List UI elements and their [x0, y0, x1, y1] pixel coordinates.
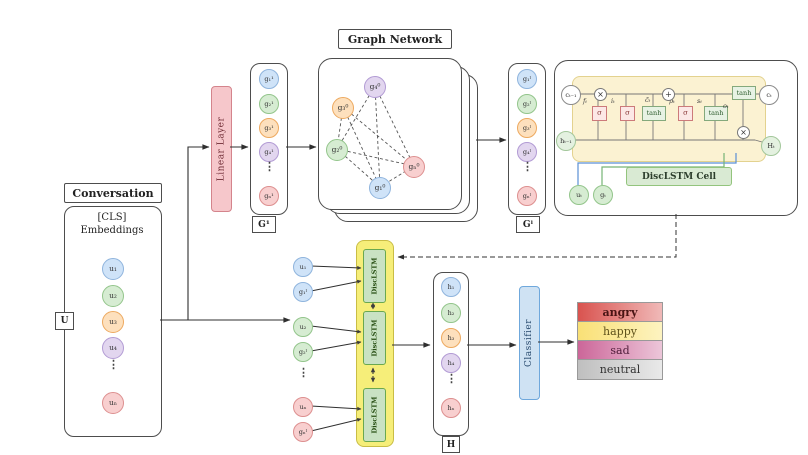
linear-layer-label: Linear Layer — [216, 116, 227, 182]
add-op-icon: + — [662, 88, 675, 101]
node-h4: h₄ — [441, 353, 461, 373]
graph-node-g1: g₁⁰ — [369, 177, 391, 199]
disclstm-cell-2-label: DiscLSTM — [370, 319, 379, 357]
node-gl-4: g₄ˡ — [517, 142, 537, 162]
node-g1-n: gₙ¹ — [259, 186, 279, 206]
graph-node-g4: g₄⁰ — [364, 76, 386, 98]
node-un: uₙ — [102, 392, 124, 414]
output-angry: angry — [577, 302, 663, 323]
lstm-c-prev: cₜ₋₁ — [561, 85, 581, 105]
output-sad: sad — [577, 340, 663, 361]
disclstm-cell-1: DiscLSTM — [363, 249, 386, 303]
output-neutral: neutral — [577, 359, 663, 380]
graph-node-gn: gₙ⁰ — [403, 156, 425, 178]
disclstm-cell-label: DiscLSTM Cell — [626, 167, 732, 186]
node-gl-3: g₃ˡ — [517, 118, 537, 138]
multiply-op-icon: × — [594, 88, 607, 101]
disclstm-cell-1-label: DiscLSTM — [370, 257, 379, 295]
pair2-u: u₂ — [293, 317, 313, 337]
pair1-u: u₁ — [293, 257, 313, 277]
cls-label: [CLS] — [97, 212, 127, 223]
gate-label-p: pₜ — [669, 97, 675, 105]
pair3-g: gₙˡ — [293, 422, 313, 442]
graph-node-g3: g₃⁰ — [332, 97, 354, 119]
pair1-g: g₁ˡ — [293, 282, 313, 302]
node-h2: h₂ — [441, 303, 461, 323]
tanh-gate-s: tanh — [704, 106, 728, 121]
graph-node-g2: g₂⁰ — [326, 139, 348, 161]
lstm-H-t: Hₜ — [761, 136, 781, 156]
gl-ellipsis: ⋮ — [522, 160, 533, 173]
gate-label-c: c̃ₜ — [645, 96, 651, 104]
pair3-u: uₙ — [293, 397, 313, 417]
node-h3: h₃ — [441, 328, 461, 348]
classifier-label: Classifier — [524, 318, 535, 368]
lstm-h-prev: hₜ₋₁ — [556, 131, 576, 151]
node-gl-2: g₂ˡ — [517, 94, 537, 114]
disclstm-cell-3: DiscLSTM — [363, 388, 386, 442]
pairs-ellipsis: ⋮ — [298, 366, 309, 379]
graph-network-title: Graph Network — [338, 29, 452, 49]
lstm-g-t: gₜ — [593, 185, 613, 205]
sigma-gate-f: σ — [592, 106, 607, 121]
conversation-ellipsis: ⋮ — [108, 358, 119, 371]
conversation-title: Conversation — [64, 183, 162, 203]
gate-label-o: oₜ — [723, 102, 729, 110]
node-u4: u₄ — [102, 337, 124, 359]
u-tag: U — [55, 312, 74, 330]
linear-layer: Linear Layer — [211, 86, 232, 212]
lstm-c-t: cₜ — [759, 85, 779, 105]
gate-label-i: iₜ — [611, 97, 615, 105]
disclstm-cell-3-label: DiscLSTM — [370, 396, 379, 434]
node-hn: hₙ — [441, 398, 461, 418]
output-happy: happy — [577, 321, 663, 342]
sigma-gate-i: σ — [620, 106, 635, 121]
gate-label-s: sₜ — [697, 97, 702, 105]
g1-tag: G¹ — [252, 216, 276, 233]
tanh-gate-c: tanh — [642, 106, 666, 121]
embeddings-label: Embeddings — [80, 225, 144, 236]
node-u1: u₁ — [102, 258, 124, 280]
h-tag: H — [442, 436, 460, 453]
sigma-gate-p: σ — [678, 106, 693, 121]
gate-label-f: fₜ — [583, 97, 588, 105]
node-u3: u₃ — [102, 311, 124, 333]
node-g1-1: g₁¹ — [259, 69, 279, 89]
gl-tag: Gˡ — [516, 216, 540, 233]
g1-ellipsis: ⋮ — [264, 160, 275, 173]
classifier: Classifier — [519, 286, 540, 400]
multiply-op2-icon: × — [737, 126, 750, 139]
lstm-u-t: uₜ — [569, 185, 589, 205]
h-ellipsis: ⋮ — [446, 372, 457, 385]
disclstm-cell-2: DiscLSTM — [363, 311, 386, 365]
node-gl-n: gₙˡ — [517, 186, 537, 206]
node-gl-1: g₁ˡ — [517, 69, 537, 89]
node-h1: h₁ — [441, 277, 461, 297]
pair2-g: g₂ˡ — [293, 342, 313, 362]
node-u2: u₂ — [102, 285, 124, 307]
tanh-gate-out: tanh — [732, 86, 756, 100]
node-g1-3: g₃¹ — [259, 118, 279, 138]
pair-arrows — [310, 265, 362, 432]
node-g1-2: g₂¹ — [259, 94, 279, 114]
node-g1-4: g₄¹ — [259, 142, 279, 162]
